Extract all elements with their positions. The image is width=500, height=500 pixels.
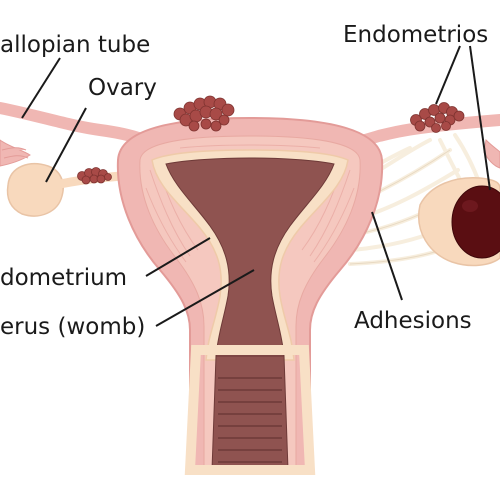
label-fallopian-tube: allopian tube [0,32,150,58]
lesion-left-tube [77,167,112,185]
endometrioma-cyst-highlight [462,200,478,212]
leader-fallopian-tube [21,57,61,119]
label-endometriosis: Endometrios [343,22,488,48]
left-ovary [6,163,64,217]
vaginal-rugae [218,377,282,463]
leader-lines [21,45,491,327]
label-ovary: Ovary [88,75,157,101]
leader-endometriosis-right [469,45,491,191]
leader-ovary [45,107,87,183]
lesion-uterus-top [173,95,235,132]
right-fimbriae [483,138,500,169]
leader-endometrium [145,237,211,277]
leader-adhesions [371,211,403,301]
left-fimbriae [0,139,31,167]
cervix-outer [184,345,316,475]
uterine-cavity [165,157,335,357]
label-uterus: erus (womb) [0,314,145,340]
leader-uterus [155,269,255,327]
label-endometrium: dometrium [0,265,127,291]
lesion-right-tube [410,102,465,133]
label-adhesions: Adhesions [354,308,472,334]
cervical-canal [211,355,289,471]
leader-endometriosis-left [435,45,461,105]
